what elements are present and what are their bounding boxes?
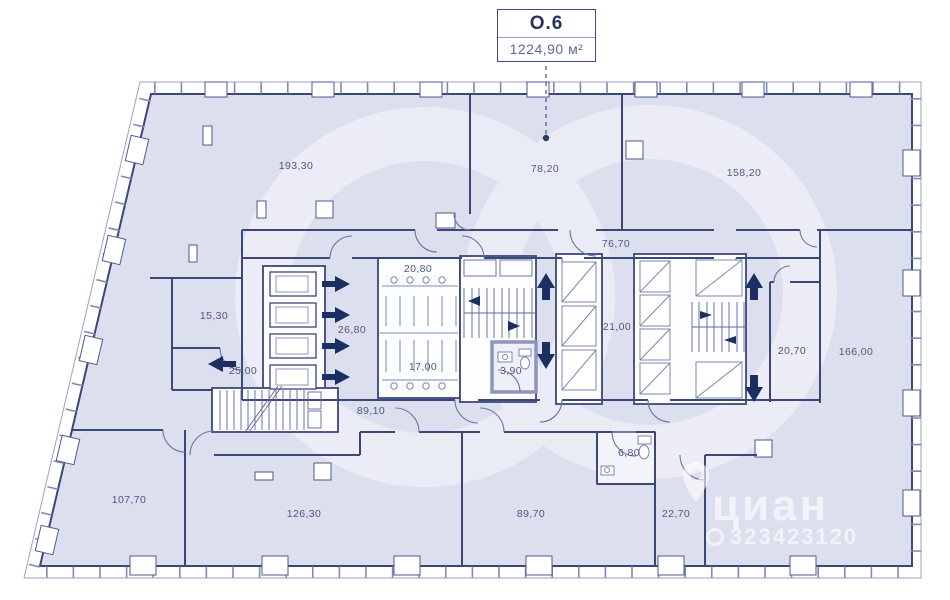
map-pin-icon <box>683 462 709 502</box>
arrow-right-icon <box>322 369 350 385</box>
escalator-b-panels <box>639 259 743 399</box>
room-area-label: 20,70 <box>777 345 807 357</box>
room-area-label: 25,00 <box>228 365 258 377</box>
central-staircase-treads <box>463 259 536 338</box>
room-area-label: 26,80 <box>337 324 367 336</box>
interior-columns <box>188 125 773 481</box>
room-area-label: 17,00 <box>408 361 438 373</box>
watermark-listing-id: 323423120 <box>730 524 859 549</box>
secondary-staircase <box>211 387 339 433</box>
floor-area-label: 1224,90 м² <box>509 41 584 57</box>
escalator-b-stair-treads <box>691 302 746 352</box>
cian-watermark-brand: циан <box>712 481 830 530</box>
stair-direction-marks <box>468 296 520 331</box>
window-ticks <box>27 82 922 578</box>
floor-title-box: О.6 1224,90 м² <box>497 9 596 62</box>
room-area-label: 6,80 <box>617 447 641 459</box>
interior-walls <box>72 94 912 566</box>
watermark-ring-icon <box>706 528 724 546</box>
cian-watermark-id: 323423120 <box>706 526 858 548</box>
arrow-left-icon <box>208 356 236 372</box>
room-area-label: 76,70 <box>601 238 631 250</box>
arrow-right-icon <box>322 276 350 292</box>
secondary-staircase-treads <box>219 385 322 433</box>
elevator-car-details <box>275 275 309 386</box>
room-area-label: 107,70 <box>111 494 147 506</box>
room-area-label: 15,30 <box>199 310 229 322</box>
small-wc-fixtures <box>600 435 652 476</box>
arrow-up-icon <box>745 273 763 300</box>
direction-arrows <box>208 273 763 402</box>
utility-room-fixtures <box>497 348 532 370</box>
arrow-right-icon <box>322 338 350 354</box>
room-area-label: 3,90 <box>499 365 523 377</box>
room-area-label: 193,30 <box>278 160 314 172</box>
room-area-label: 89,70 <box>516 508 546 520</box>
room-area-label: 166,00 <box>838 346 874 358</box>
title-leader <box>542 58 550 142</box>
room-area-label: 21,00 <box>602 321 632 333</box>
wc-fixtures <box>378 276 458 390</box>
leader-dot <box>542 134 550 142</box>
pilaster-columns <box>34 81 921 576</box>
wc-block <box>377 257 461 399</box>
room-area-label: 78,20 <box>530 163 560 175</box>
escalator-b-stair-marks <box>700 311 736 344</box>
room-area-label: 22,70 <box>661 508 691 520</box>
room-area-label: 89,10 <box>356 405 386 417</box>
floor-unit-label: О.6 <box>498 10 595 38</box>
room-area-label: 126,30 <box>286 508 322 520</box>
arrow-down-icon <box>745 375 763 402</box>
room-area-label: 158,20 <box>726 167 762 179</box>
escalator-a-panels <box>561 261 597 391</box>
arrow-down-icon <box>537 342 555 369</box>
arrow-right-icon <box>322 307 350 323</box>
arrow-up-icon <box>537 273 555 300</box>
room-area-label: 20,80 <box>403 263 433 275</box>
